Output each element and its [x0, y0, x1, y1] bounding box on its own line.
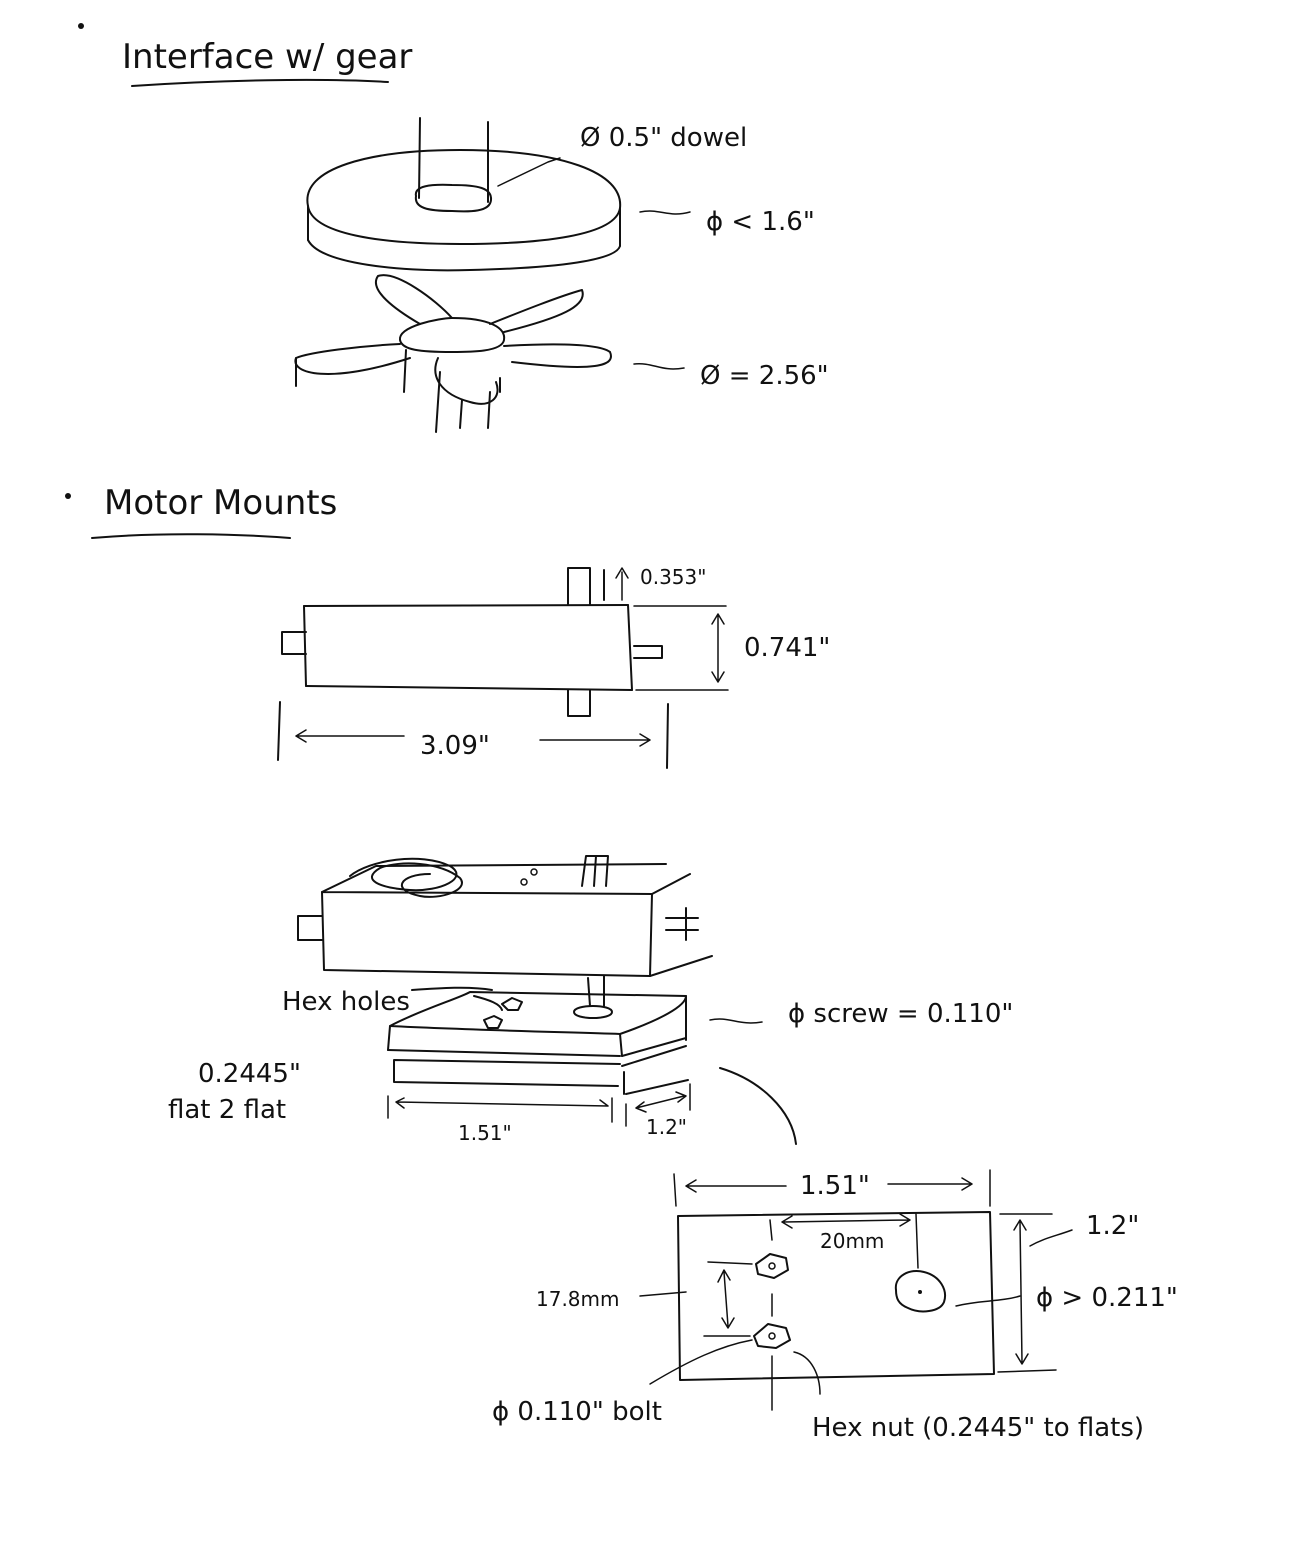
body-length-label: 3.09" [420, 731, 490, 761]
motor-mounts-title-underline [91, 533, 291, 539]
hex-flat-note: flat 2 flat [168, 1095, 286, 1125]
motor-mounts-section: Motor Mounts 0.353" 0.741" 3.09" [65, 483, 1013, 1145]
top-height-label: 1.2" [1086, 1211, 1139, 1241]
shaft-hole-label: ϕ > 0.211" [1036, 1283, 1178, 1313]
bullet-motor-mounts [65, 493, 71, 499]
top-height-extension [997, 1213, 1057, 1373]
hex-nut-leader [793, 1351, 821, 1395]
top-height-leader [1029, 1229, 1073, 1247]
body-height-label: 0.741" [744, 633, 830, 663]
dowel-drawing [414, 117, 492, 213]
dowel-leader [497, 157, 561, 187]
disk-drawing [306, 149, 622, 272]
screw-leader [709, 1018, 763, 1024]
motor-mounts-title: Motor Mounts [104, 483, 337, 523]
vertical-spacing-label: 17.8mm [536, 1287, 620, 1311]
bolt-leader [649, 1339, 753, 1385]
shaft-height-arrow [615, 567, 629, 601]
screw-label: ϕ screw = 0.110" [788, 999, 1013, 1029]
bullet-interface [78, 23, 84, 29]
gear-drawing [294, 274, 612, 433]
top-height-arrow [1013, 1219, 1029, 1365]
vertical-spacing-leader [639, 1291, 687, 1297]
top-view-plate [677, 1211, 995, 1381]
hex-holes-label: Hex holes [282, 987, 410, 1017]
spacing-label: 20mm [820, 1229, 884, 1253]
mount-depth-arrow [625, 1083, 691, 1127]
interface-title-underline [131, 78, 389, 87]
bolt-label: ϕ 0.110" bolt [492, 1397, 662, 1427]
motor-side-view [281, 567, 663, 717]
disk-label: ϕ < 1.6" [706, 207, 815, 237]
body-height-extension [633, 605, 729, 691]
gear-label: Ø = 2.56" [700, 361, 829, 391]
spacing-arrow [769, 1213, 919, 1269]
top-width-label: 1.51" [800, 1171, 870, 1201]
mount-length-arrow [387, 1095, 613, 1123]
hex-holes-text: Hex holes [282, 987, 410, 1017]
hex-flat-label: 0.2445" [198, 1059, 301, 1089]
disk-leader [639, 210, 691, 215]
interface-title: Interface w/ gear [122, 37, 412, 77]
body-length-extension [277, 701, 669, 769]
body-height-arrow [711, 613, 725, 683]
shaft-height-label: 0.353" [640, 565, 706, 589]
hex-nut-label: Hex nut (0.2445" to flats) [812, 1413, 1144, 1443]
top-view-section: 1.51" 20mm 17.8mm ϕ > 0.211" 1.2" [492, 1169, 1178, 1443]
hex-nut-upper [755, 1253, 789, 1279]
top-width-arrow [673, 1169, 991, 1207]
interface-section: Interface w/ gear Ø 0.5" dowel ϕ < 1.6" [78, 23, 829, 433]
vertical-spacing-arrow [703, 1261, 753, 1337]
dowel-label: Ø 0.5" dowel [580, 123, 747, 153]
detail-connector-arc [719, 1067, 797, 1145]
gear-leader [633, 363, 685, 370]
shaft-hole-leader [955, 1295, 1021, 1307]
shaft-hole [894, 1270, 946, 1313]
mount-length-label: 1.51" [458, 1121, 512, 1145]
hex-nut-lower [753, 1323, 791, 1349]
body-length-arrow [295, 729, 651, 747]
motor-mount-isometric [297, 855, 713, 1095]
mount-depth-label: 1.2" [646, 1115, 687, 1139]
